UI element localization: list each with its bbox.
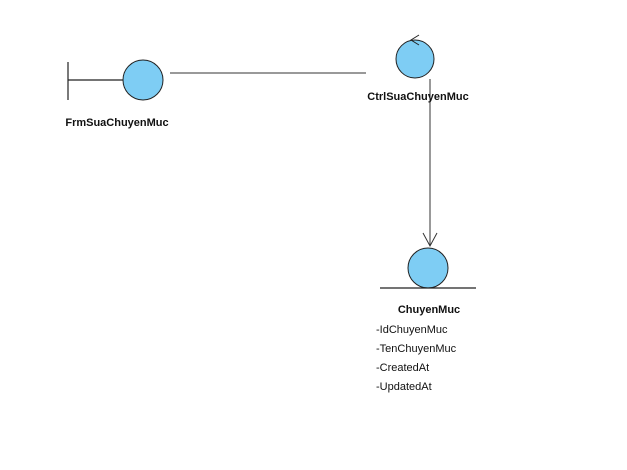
directed-link-control-entity[interactable]: [422, 79, 438, 248]
entity-attribute: -IdChuyenMuc: [376, 324, 448, 336]
entity-attribute: -CreatedAt: [376, 362, 429, 374]
entity-attribute: -UpdatedAt: [376, 381, 432, 393]
control-object[interactable]: CtrlSuaChuyenMuc: [367, 34, 469, 103]
boundary-object[interactable]: FrmSuaChuyenMuc: [65, 59, 169, 129]
entity-attribute: -TenChuyenMuc: [376, 343, 457, 355]
boundary-object-label: FrmSuaChuyenMuc: [65, 117, 168, 129]
boundary-object-icon: [67, 59, 164, 101]
entity-object-icon: [380, 247, 476, 289]
arrowhead-icon: [422, 232, 438, 248]
control-object-icon: [395, 34, 435, 79]
control-object-label: CtrlSuaChuyenMuc: [367, 91, 468, 103]
entity-object[interactable]: ChuyenMuc -IdChuyenMuc -TenChuyenMuc -Cr…: [376, 247, 476, 393]
entity-object-label: ChuyenMuc: [398, 304, 460, 316]
